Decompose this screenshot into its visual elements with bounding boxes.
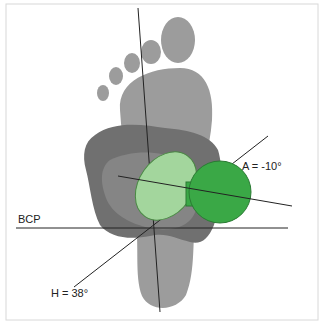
a-angle-line <box>118 176 292 206</box>
angle-label: BCP <box>17 213 42 225</box>
frame <box>6 4 318 320</box>
angle-label: H = 38° <box>50 287 89 299</box>
angle-label: A = -10° <box>241 160 283 172</box>
implant <box>123 140 251 232</box>
bcp-line <box>16 228 288 229</box>
h-angle-line <box>74 136 268 287</box>
